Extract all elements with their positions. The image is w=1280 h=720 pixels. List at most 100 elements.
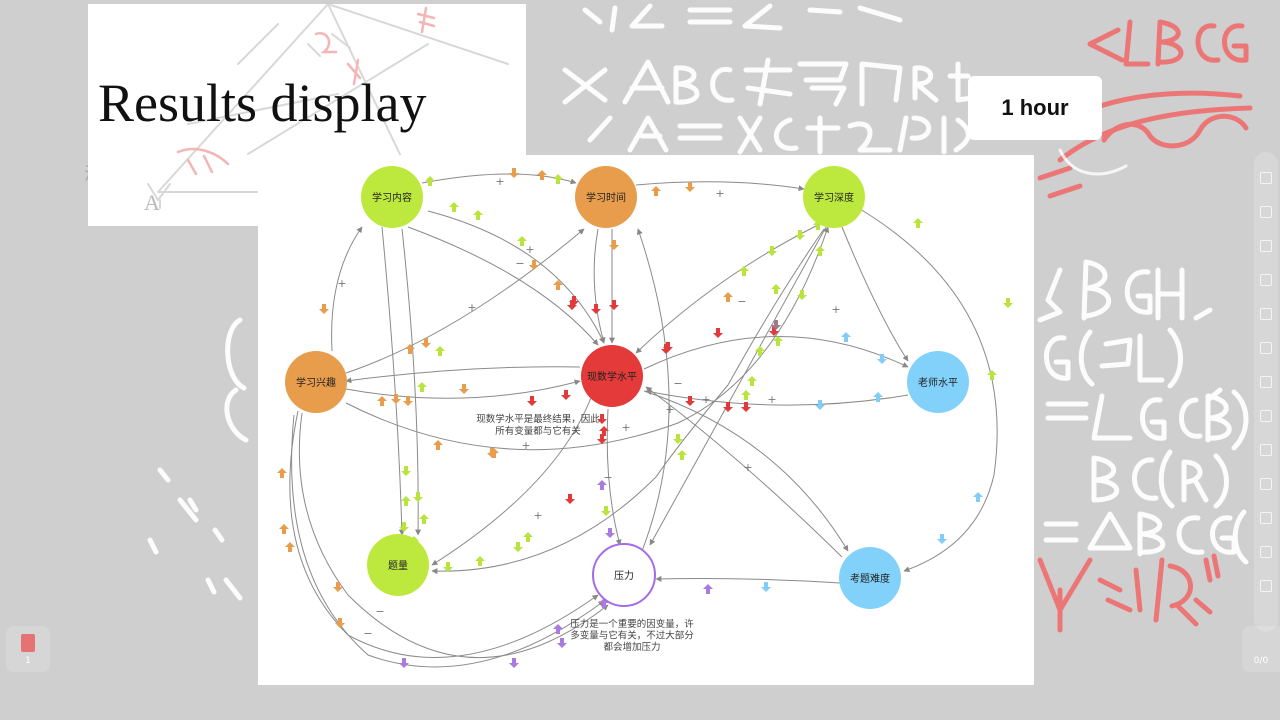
polarity-arrow-marker xyxy=(561,390,571,400)
polarity-arrow-marker xyxy=(677,450,687,460)
polarity-arrow-marker xyxy=(739,266,749,276)
node-circle xyxy=(575,166,637,228)
node-pressure: 压力 xyxy=(592,543,656,607)
node-time: 学习时间 xyxy=(575,166,637,228)
polarity-arrow-marker xyxy=(771,284,781,294)
node-teacher: 老师水平 xyxy=(907,351,969,413)
scissors-icon[interactable] xyxy=(1260,342,1272,354)
polarity-arrow-marker xyxy=(973,492,983,502)
link-teacher-to-math xyxy=(645,389,909,406)
polarity-arrow-marker xyxy=(443,562,453,572)
polarity-arrow-marker xyxy=(399,658,409,668)
causal-loop-diagram: +++++++++++++−−−−−− 学习内容学习时间学习深度学习兴趣现数学水… xyxy=(277,166,1013,668)
polarity-arrow-marker xyxy=(1003,298,1013,308)
cloud-icon[interactable] xyxy=(1260,410,1272,422)
polarity-arrow-marker xyxy=(597,414,607,424)
link-depth-to-teacher xyxy=(841,226,909,362)
highlighter-icon[interactable] xyxy=(1260,274,1272,286)
duration-badge: 1 hour xyxy=(968,76,1102,140)
polarity-arrow-marker xyxy=(277,468,287,478)
polarity-arrow-marker xyxy=(769,326,779,336)
polarity-arrow-marker xyxy=(433,440,443,450)
link-math-to-pressure xyxy=(606,408,622,546)
link-math-to-quantity xyxy=(431,394,593,566)
polarity-arrow-marker xyxy=(417,382,427,392)
polarity-arrow-marker xyxy=(421,338,431,348)
polarity-arrow-marker xyxy=(449,202,459,212)
polarity-arrow-marker xyxy=(513,542,523,552)
node-content: 学习内容 xyxy=(361,166,423,228)
node-circle xyxy=(907,351,969,413)
node-difficulty: 考题难度 xyxy=(839,547,901,609)
screenshot-icon[interactable] xyxy=(1260,512,1272,524)
polarity-arrow-marker xyxy=(685,182,695,192)
thumbnail-number: 1 xyxy=(25,656,31,666)
polarity-arrow-marker xyxy=(435,346,445,356)
polarity-arrow-marker xyxy=(723,292,733,302)
polarity-arrow-marker xyxy=(597,434,607,444)
page-counter-box[interactable]: 0/0 xyxy=(1242,626,1280,672)
page-counter: 0/0 xyxy=(1253,656,1269,666)
node-label: 题量 xyxy=(388,560,408,572)
polarity-arrow-marker xyxy=(773,336,783,346)
polarity-arrow-marker xyxy=(523,532,533,542)
node-label: 老师水平 xyxy=(918,376,958,389)
node-circle xyxy=(581,345,643,407)
node-depth: 学习深度 xyxy=(803,166,865,228)
node-quantity: 题量 xyxy=(367,534,429,596)
link-math-to-teacher xyxy=(643,336,909,370)
link-sign: + xyxy=(715,187,724,200)
link-depth-to-difficulty xyxy=(859,208,998,573)
polarity-arrow-marker xyxy=(795,230,805,240)
polarity-arrow-marker xyxy=(517,236,527,246)
polarity-arrow-marker xyxy=(651,186,661,196)
polarity-arrow-marker xyxy=(937,534,947,544)
polarity-arrow-marker xyxy=(815,246,825,256)
pointer-icon[interactable] xyxy=(1260,172,1272,184)
polarity-arrow-marker xyxy=(401,496,411,506)
link-math-to-time xyxy=(593,228,606,344)
link-interest-to-time xyxy=(345,228,585,374)
timer-icon[interactable] xyxy=(1260,580,1272,592)
node-label: 压力 xyxy=(614,569,634,582)
polarity-arrow-marker xyxy=(335,618,345,628)
polarity-arrow-marker xyxy=(713,328,723,338)
node-circle xyxy=(839,547,901,609)
polarity-arrow-marker xyxy=(841,332,851,342)
link-sign: + xyxy=(337,277,346,290)
text-icon[interactable] xyxy=(1260,308,1272,320)
polarity-arrow-marker xyxy=(509,168,519,178)
link-interest-to-pressure-2 xyxy=(291,414,605,668)
node-interest: 学习兴趣 xyxy=(285,351,347,413)
shape-icon[interactable] xyxy=(1260,376,1272,388)
link-interest-to-math xyxy=(345,379,581,399)
slide-thumbnail[interactable]: 1 xyxy=(6,626,50,672)
link-depth-to-quantity xyxy=(431,228,825,575)
comment-icon[interactable] xyxy=(1260,546,1272,558)
polarity-arrow-marker xyxy=(747,376,757,386)
polarity-arrow-marker xyxy=(755,346,765,356)
more-icon[interactable] xyxy=(1260,478,1272,490)
polarity-arrow-marker xyxy=(425,176,435,186)
polarity-arrow-marker xyxy=(567,300,577,310)
diagram-note: 压力是一个重要的因变量，许多变量与它有关，不过大部分都会增加压力 xyxy=(570,618,694,653)
toolbox-icon[interactable] xyxy=(1260,444,1272,456)
polarity-arrow-marker xyxy=(475,556,485,566)
node-circle xyxy=(367,534,429,596)
eraser-icon[interactable] xyxy=(1260,240,1272,252)
link-sign: − xyxy=(737,295,746,308)
polarity-arrow-marker xyxy=(403,396,413,406)
diagram-note: 现数学水平是最终结果，因此所有变量都与它有关 xyxy=(476,413,600,437)
link-depth-to-math xyxy=(635,224,819,354)
link-difficulty-to-math xyxy=(645,386,843,558)
polarity-arrow-marker xyxy=(553,624,563,634)
polarity-arrow-marker xyxy=(537,170,547,180)
polarity-arrow-marker xyxy=(605,528,615,538)
link-sign: + xyxy=(743,461,752,474)
selection-icon[interactable] xyxy=(1260,206,1272,218)
polarity-arrow-marker xyxy=(877,354,887,364)
link-sign: + xyxy=(525,243,534,256)
node-label: 学习内容 xyxy=(372,191,412,204)
polarity-arrow-marker xyxy=(565,494,575,504)
